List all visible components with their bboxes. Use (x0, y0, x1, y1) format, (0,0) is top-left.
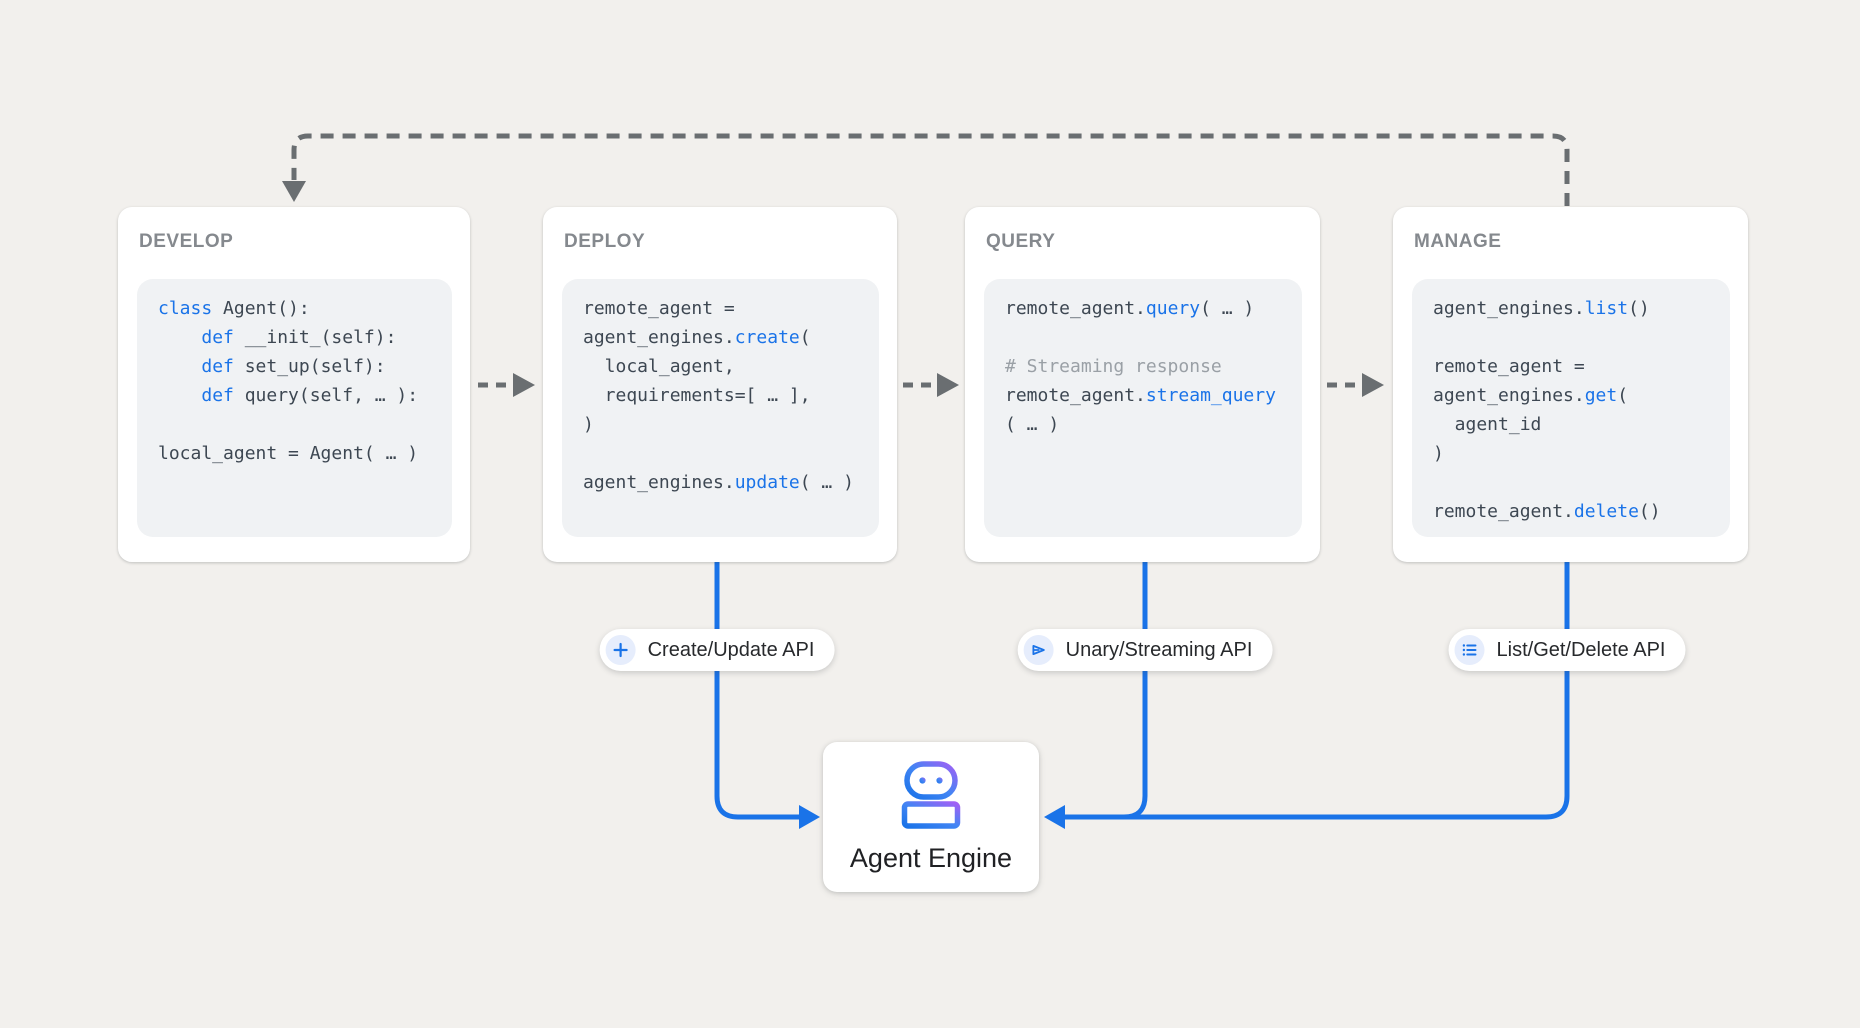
code-line: def set_up(self): (201, 356, 386, 377)
code-line: local_agent = Agent( … ) (158, 443, 419, 464)
develop-code-block: class Agent(): def __init_(self): def se… (137, 279, 452, 537)
code-line (583, 439, 879, 468)
code-line: requirements=[ … ], (583, 385, 811, 406)
list-get-delete-api-label: List/Get/Delete API (1496, 638, 1666, 661)
code-line: def query(self, … ): (201, 385, 419, 406)
deploy-card: DEPLOY remote_agent = agent_engines.creat… (543, 207, 897, 562)
code-line (1005, 323, 1302, 352)
query-card-title: QUERY (986, 231, 1056, 252)
agent-engine-label: Agent Engine (849, 842, 1013, 873)
code-line (1433, 323, 1730, 352)
code-line: ( … ) (1005, 414, 1060, 435)
create-update-api-pill: Create/Update API (599, 629, 835, 671)
send-icon (1023, 635, 1054, 665)
develop-card: DEVELOP class Agent(): def __init_(self)… (118, 207, 470, 562)
feedback-loop-arrow (282, 133, 1570, 206)
plus-icon (605, 635, 636, 665)
query-to-engine-line (1100, 562, 1148, 820)
code-line: remote_agent.query( … ) (1005, 298, 1255, 319)
query-to-manage-arrow (1327, 373, 1384, 397)
create-update-api-label: Create/Update API (647, 638, 815, 661)
code-line: ) (583, 414, 594, 435)
develop-to-deploy-arrow (478, 373, 535, 397)
list-icon (1454, 635, 1485, 665)
deploy-card-title: DEPLOY (564, 231, 646, 252)
code-line (1433, 468, 1730, 497)
arrowhead-down (282, 181, 306, 202)
deploy-code-block: remote_agent = agent_engines.create( loca… (562, 279, 879, 537)
manage-to-engine-line (1044, 562, 1570, 829)
code-line: remote_agent = (583, 298, 735, 319)
unary-streaming-api-label: Unary/Streaming API (1065, 638, 1253, 661)
code-line: agent_id (1433, 414, 1542, 435)
develop-card-title: DEVELOP (139, 231, 234, 252)
deploy-to-query-arrow (903, 373, 959, 397)
code-line: def __init_(self): (201, 327, 397, 348)
manage-card: MANAGE agent_engines.list() remote_agent… (1393, 207, 1748, 562)
robot-icon (901, 760, 961, 829)
code-line: # Streaming response (1005, 356, 1222, 377)
code-line (158, 410, 452, 439)
list-get-delete-api-pill: List/Get/Delete API (1448, 629, 1686, 671)
code-line: remote_agent = (1433, 356, 1585, 377)
code-line: agent_engines.create( (583, 327, 811, 348)
code-line: local_agent, (583, 356, 735, 377)
manage-code-block: agent_engines.list() remote_agent = agent… (1412, 279, 1730, 537)
code-line: remote_agent.stream_query (1005, 385, 1276, 406)
code-line: agent_engines.get( (1433, 385, 1629, 406)
unary-streaming-api-pill: Unary/Streaming API (1017, 629, 1273, 671)
deploy-to-engine-line (714, 562, 820, 829)
code-line: class Agent(): (158, 298, 310, 319)
code-line: ) (1433, 443, 1444, 464)
code-line: remote_agent.delete() (1433, 501, 1661, 522)
query-code-block: remote_agent.query( … ) # Streaming resp… (984, 279, 1302, 537)
code-line: agent_engines.update( … ) (583, 472, 854, 493)
manage-card-title: MANAGE (1414, 231, 1502, 252)
code-line: agent_engines.list() (1433, 298, 1650, 319)
query-card: QUERY remote_agent.query( … ) # Streamin… (965, 207, 1320, 562)
agent-engine-node: Agent Engine (823, 742, 1039, 892)
